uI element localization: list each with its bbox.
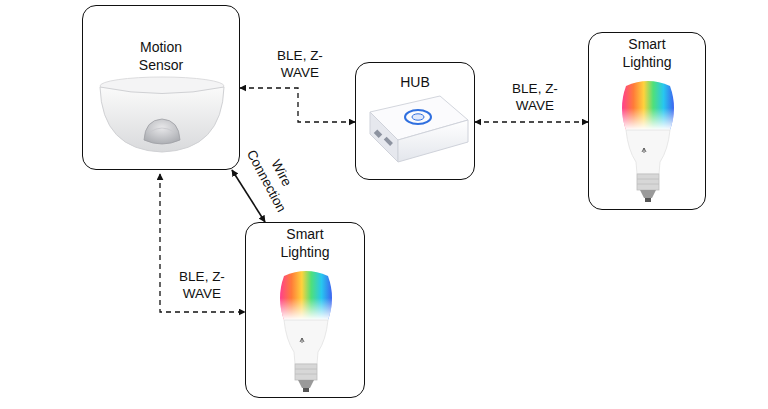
link-label: BLE, Z-WAVE <box>268 47 332 81</box>
node-label: Smart Lighting <box>612 35 682 71</box>
motion-sensor-illustration <box>100 77 224 152</box>
device-box: Motion Sensor <box>82 5 240 170</box>
device-box: Smart Lighting <box>245 222 365 398</box>
wireless-link <box>160 174 245 312</box>
device-box: HUB <box>355 62 475 180</box>
node-label: Motion Sensor <box>126 38 196 74</box>
wireless-link <box>475 121 588 122</box>
link-label: BLE, Z-WAVE <box>170 268 234 302</box>
link-label: Wire Connection <box>239 132 308 222</box>
node-label: Smart Lighting <box>270 225 340 261</box>
link-label: BLE, Z-WAVE <box>503 80 567 114</box>
bulb-illustration <box>280 271 332 392</box>
node-label: HUB <box>380 73 450 91</box>
device-box: Smart Lighting <box>588 32 706 210</box>
hub-illustration <box>370 96 468 162</box>
bulb-illustration <box>622 81 674 202</box>
wireless-link <box>240 88 355 122</box>
